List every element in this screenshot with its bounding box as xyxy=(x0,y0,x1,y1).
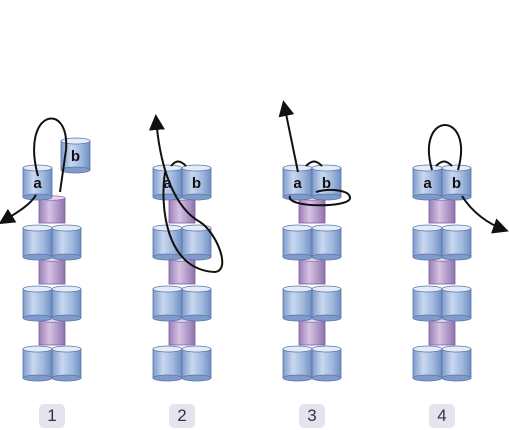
blue-bead xyxy=(152,285,183,322)
bead-a-label: a xyxy=(423,175,432,192)
step-number-badge: 1 xyxy=(39,404,65,428)
bead-a xyxy=(22,164,53,201)
blue-bead xyxy=(181,345,212,382)
thread-path xyxy=(305,160,323,167)
step-number-badge: 2 xyxy=(169,404,195,428)
blue-bead xyxy=(51,345,82,382)
blue-bead xyxy=(441,345,472,382)
thread-path xyxy=(435,160,453,167)
blue-bead xyxy=(22,224,53,261)
blue-bead xyxy=(181,285,212,322)
bead-b-label: b xyxy=(71,148,80,165)
bead-b-label: b xyxy=(452,175,461,192)
purple-bead xyxy=(298,256,326,285)
purple-bead xyxy=(428,195,456,224)
step-number-badge: 3 xyxy=(299,404,325,428)
blue-bead xyxy=(282,345,313,382)
blue-bead xyxy=(412,345,443,382)
blue-bead xyxy=(412,224,443,261)
blue-bead xyxy=(412,285,443,322)
purple-bead xyxy=(38,317,66,346)
purple-bead xyxy=(428,256,456,285)
blue-bead xyxy=(441,224,472,261)
bead-a-label: a xyxy=(293,175,302,192)
thread-path-arrow xyxy=(278,100,299,173)
blue-bead xyxy=(181,224,212,261)
blue-bead xyxy=(22,345,53,382)
blue-bead xyxy=(152,345,183,382)
blue-bead xyxy=(311,345,342,382)
thread-path xyxy=(170,160,187,167)
step-number-badge: 4 xyxy=(429,404,455,428)
bead-b-label: b xyxy=(192,175,201,192)
purple-bead xyxy=(168,256,196,285)
purple-bead xyxy=(38,256,66,285)
bead-b xyxy=(441,164,472,201)
blue-bead xyxy=(311,285,342,322)
thread-path xyxy=(288,189,352,207)
blue-bead xyxy=(311,224,342,261)
bead-a-label: a xyxy=(163,175,172,192)
blue-bead xyxy=(441,285,472,322)
bead-a-label: a xyxy=(33,175,42,192)
blue-bead xyxy=(152,224,183,261)
bead-column-1: ab xyxy=(22,137,91,382)
bead-b-label: b xyxy=(322,175,331,192)
thread-path xyxy=(427,124,463,171)
bead-a xyxy=(412,164,443,201)
thread-path-arrow xyxy=(0,194,37,225)
thread-path xyxy=(33,117,68,193)
purple-bead xyxy=(428,317,456,346)
thread-path-arrow xyxy=(461,195,509,234)
blue-bead xyxy=(282,285,313,322)
blue-bead xyxy=(51,224,82,261)
blue-bead xyxy=(282,224,313,261)
blue-bead xyxy=(51,285,82,322)
purple-bead xyxy=(168,317,196,346)
blue-bead xyxy=(22,285,53,322)
thread-path-arrow xyxy=(148,114,224,274)
bead-b xyxy=(181,164,212,201)
purple-bead xyxy=(298,317,326,346)
